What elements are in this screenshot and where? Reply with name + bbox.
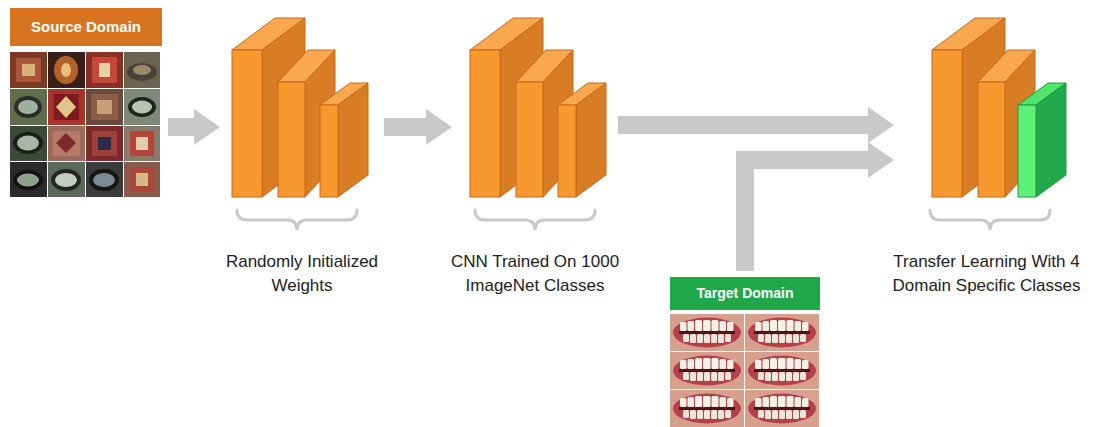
source-image-grid [10,52,160,197]
domain-box: Target Domain [670,277,820,426]
domain-label: Target Domain [670,277,820,310]
new-classifier-layer [1018,83,1066,197]
cnn-layer [320,83,368,197]
block-arrow [618,116,868,134]
bracket [475,210,595,230]
domain-box: Source Domain [10,8,162,198]
bracket [930,210,1050,230]
bracket [237,210,357,230]
cnn-block: Transfer Learning With 4 Domain Specific… [900,14,1080,200]
block-arrow [745,160,868,271]
cnn-layer [558,83,606,197]
layer-caption: CNN Trained On 1000 ImageNet Classes [438,250,633,298]
target-image-grid [670,314,819,427]
layer-caption: Transfer Learning With 4 Domain Specific… [879,250,1094,298]
layer-caption: Randomly Initialized Weights [200,250,405,298]
cnn-block: Randomly Initialized Weights [226,14,378,200]
block-arrow [168,118,194,136]
domain-label: Source Domain [10,8,162,46]
cnn-block: CNN Trained On 1000 ImageNet Classes [458,14,612,200]
block-arrow [384,118,426,136]
